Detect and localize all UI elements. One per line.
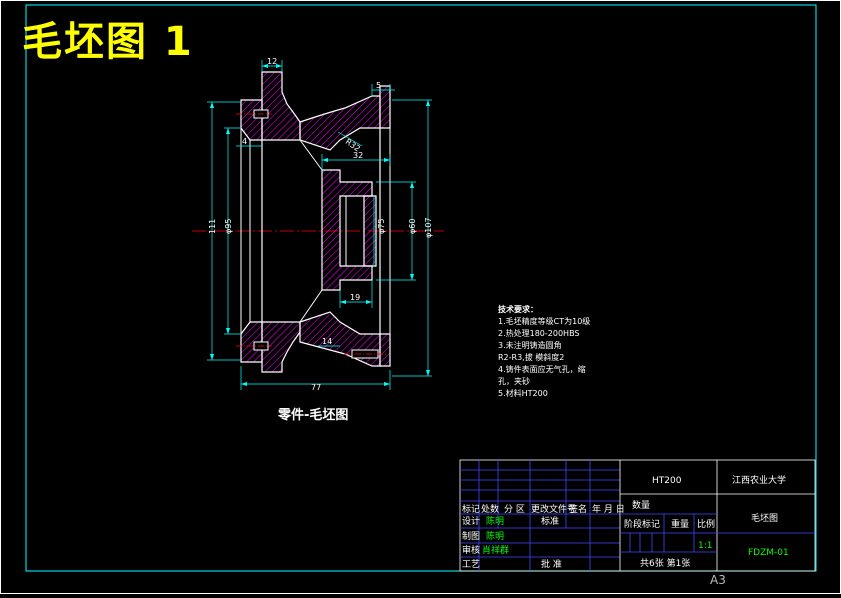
row-label: 设计	[462, 515, 480, 527]
part-section	[236, 71, 391, 373]
material: HT200	[652, 476, 682, 486]
sheet-size: A3	[710, 573, 726, 587]
dim-77: 77	[311, 383, 321, 392]
dimension-arrows	[210, 64, 430, 386]
dim-phi95: φ95	[224, 219, 233, 234]
scale-value: 1:1	[698, 541, 712, 551]
row-name: 肖祥群	[482, 544, 509, 556]
row-label: 工艺	[462, 559, 480, 570]
dim-4: 4	[242, 137, 247, 146]
tech-note-line: 孔，夹砂	[498, 376, 530, 386]
weight-label: 重量	[671, 518, 689, 530]
inner-border	[25, 4, 817, 572]
drawing-title: 毛坯图 1	[22, 19, 194, 65]
dim-5: 5	[376, 81, 381, 90]
dim-phi75: φ75	[377, 219, 386, 234]
dim-111: 111	[208, 219, 217, 234]
dim-phi60: φ60	[408, 219, 417, 234]
tech-note-line: 4.铸件表面应无气孔，缩	[498, 364, 586, 374]
rev-header: 签名	[569, 503, 587, 515]
dim-32: 32	[353, 151, 363, 160]
drawing-name: 毛坯图	[751, 512, 778, 524]
row-label2: 批 准	[541, 558, 562, 570]
row-label2: 标准	[541, 515, 559, 527]
dim-phi107: φ107	[424, 217, 433, 238]
tech-note-line: R2-R3,拔 模斜度2	[498, 352, 564, 362]
rev-header: 更改文件号	[531, 503, 576, 515]
tech-note-line: 5.材料HT200	[498, 388, 548, 398]
left-ring-section-upper	[240, 99, 263, 141]
row-name: 陈明	[486, 515, 504, 527]
quantity-label: 数量	[632, 499, 650, 511]
tech-notes-heading: 技术要求：	[498, 304, 538, 314]
dimension-lines	[207, 60, 432, 390]
rev-header: 处数	[481, 503, 499, 515]
tech-note-line: 2.热处理180-200HBS	[498, 328, 580, 338]
upper-flange-section	[261, 71, 301, 141]
tech-note-line: 1.毛坯精度等级CT为10级	[498, 316, 590, 326]
row-label: 审核	[462, 544, 480, 556]
dim-12: 12	[267, 57, 277, 66]
tech-note-line: 3.未注明铸造圆角	[498, 340, 562, 350]
dim-14: 14	[322, 337, 332, 346]
technical-requirements: 技术要求： 1.毛坯精度等级CT为10级 2.热处理180-200HBS 3.未…	[498, 304, 590, 398]
stage-mark-label: 阶段标记	[624, 518, 660, 530]
sheet-info: 共6张 第1张	[640, 557, 690, 569]
lower-hub-section	[379, 333, 391, 367]
dim-19: 19	[350, 293, 360, 302]
drawing-number: FDZM-01	[748, 548, 789, 558]
upper-web-section	[299, 95, 381, 151]
upper-hub-section	[379, 85, 391, 129]
rev-header: 分 区	[504, 504, 525, 515]
figure-caption: 零件-毛坯图	[277, 407, 348, 423]
row-label: 制图	[462, 530, 480, 542]
row-name: 陈明	[486, 530, 504, 542]
rev-header: 标记	[462, 503, 480, 515]
scale-label: 比例	[697, 518, 715, 530]
organization: 江西农业大学	[732, 474, 786, 486]
rev-header: 年 月 日	[592, 503, 625, 515]
title-block: 标记 处数 分 区 更改文件号 签名 年 月 日 设计 陈明 标准 制图 陈明 …	[459, 459, 816, 572]
